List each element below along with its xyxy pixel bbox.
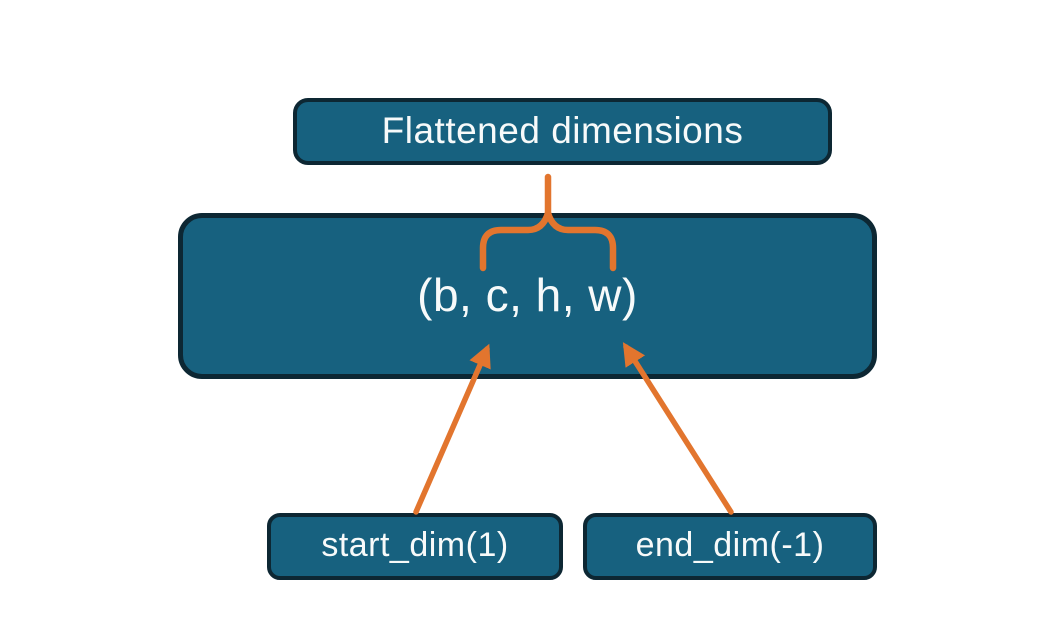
end-dim-label: end_dim(-1): [635, 526, 825, 564]
start-dim-box: start_dim(1): [267, 513, 563, 580]
tensor-shape-box: (b, c, h, w): [178, 213, 877, 379]
flattened-dimensions-label: Flattened dimensions: [381, 109, 744, 151]
tensor-shape-label: (b, c, h, w): [417, 269, 638, 321]
start-dim-label: start_dim(1): [321, 526, 509, 564]
flattened-dimensions-box: Flattened dimensions: [293, 98, 832, 165]
end-dim-box: end_dim(-1): [583, 513, 877, 580]
